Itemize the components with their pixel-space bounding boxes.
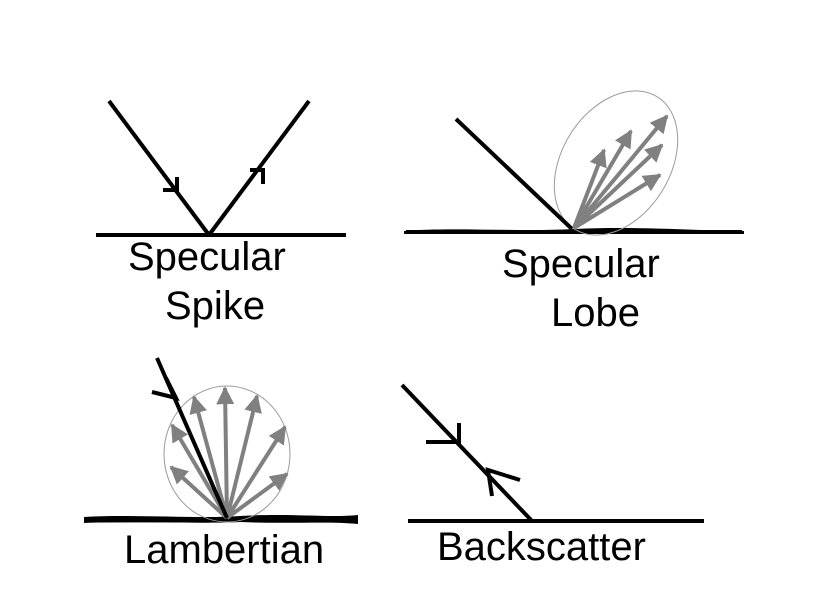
lobe-arrow <box>572 148 607 229</box>
specular-spike-panel <box>96 99 346 237</box>
specular-lobe-panel <box>404 90 744 236</box>
specular-spike-label-line1: Specular <box>128 235 286 279</box>
lobe-reflection-arrows <box>572 114 669 230</box>
incident-and-return-ray <box>400 383 534 523</box>
lobe-arrow <box>572 143 664 230</box>
diffuse-reflection-arrows <box>169 386 289 520</box>
diffuse-arrow <box>225 425 287 520</box>
surface-line <box>85 516 357 523</box>
reflected-direction-arrowhead <box>250 168 265 184</box>
diffuse-arrow <box>216 386 235 519</box>
backscatter-direction-arrowhead <box>485 467 521 497</box>
diffuse-arrow <box>189 395 229 519</box>
lambertian-label: Lambertian <box>124 528 325 572</box>
specular-lobe-label-line1: Specular <box>502 242 660 286</box>
incident-ray <box>107 99 211 237</box>
lobe-arrow <box>572 173 662 230</box>
lobe-outline <box>553 90 679 236</box>
backscatter-panel <box>400 383 704 523</box>
lobe-arrow <box>572 129 633 230</box>
incident-direction-arrowhead <box>151 377 180 401</box>
diffuse-arrow <box>225 472 289 520</box>
incident-direction-arrowhead <box>163 177 179 192</box>
diffuse-arrow <box>170 423 229 520</box>
diffuse-outline <box>163 385 291 523</box>
backscatter-label: Backscatter <box>437 525 646 569</box>
specular-lobe-label-line2: Lobe <box>551 291 640 335</box>
incident-ray <box>454 117 574 231</box>
diffuse-arrow <box>169 465 229 520</box>
diffuse-arrow <box>225 394 262 519</box>
lobe-arrow <box>572 114 669 230</box>
specular-spike-label-line2: Spike <box>165 284 266 328</box>
incident-direction-arrowhead <box>426 423 461 444</box>
lambertian-panel <box>84 357 358 524</box>
